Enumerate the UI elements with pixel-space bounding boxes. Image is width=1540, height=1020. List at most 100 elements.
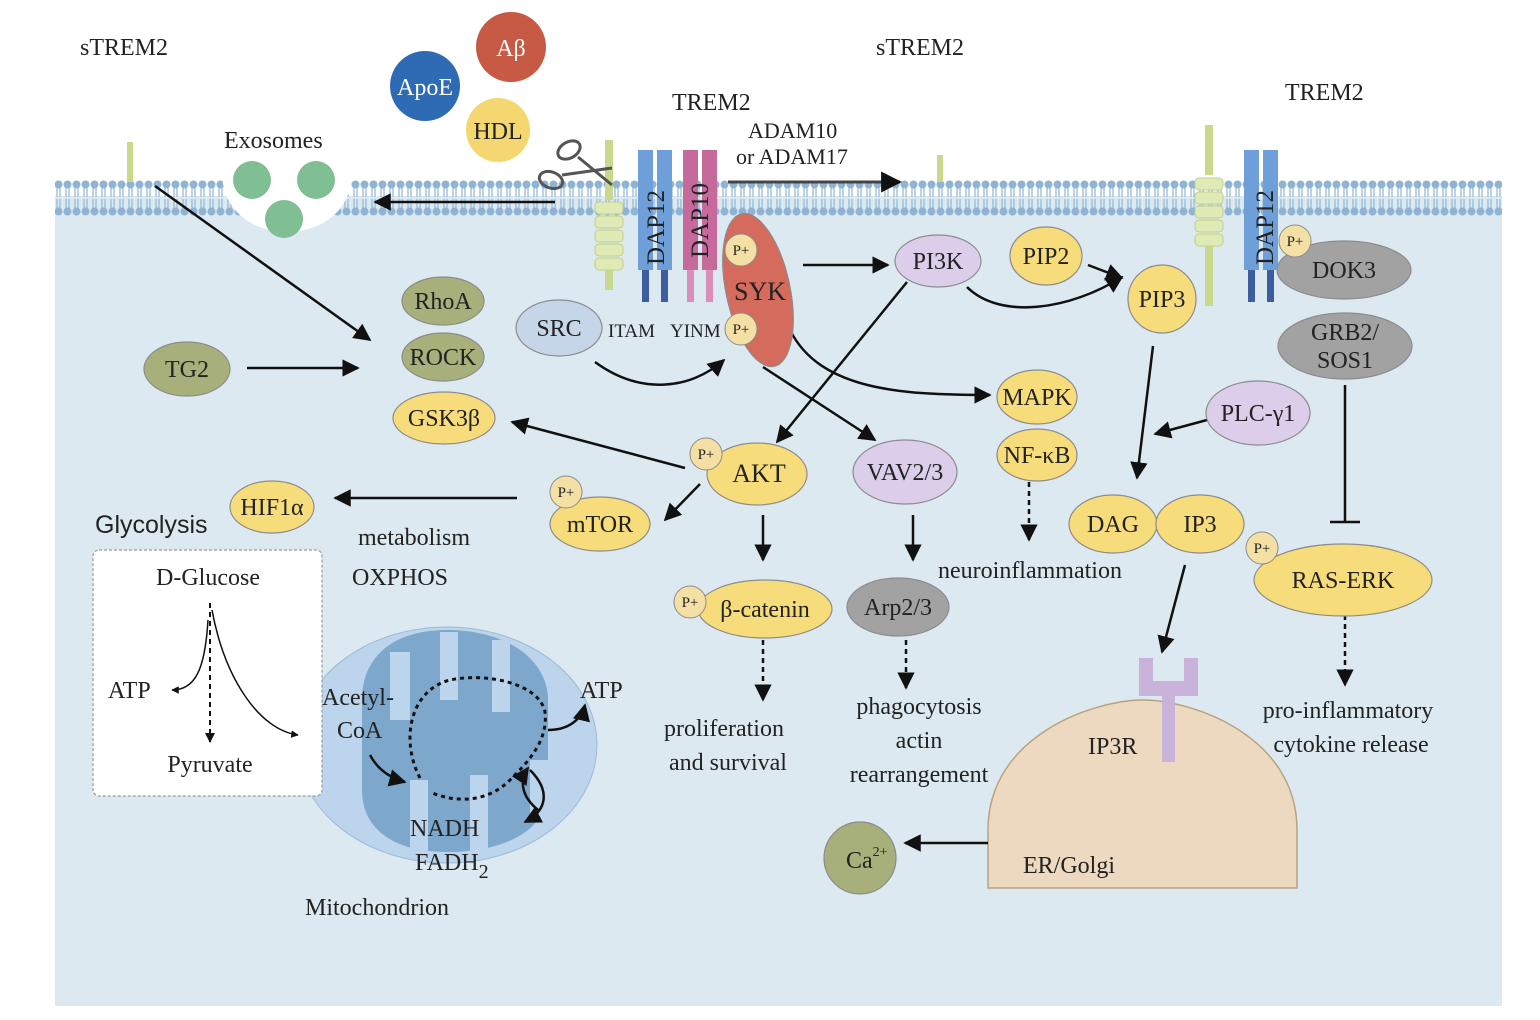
p-akt: P+ <box>698 447 715 463</box>
pyruvate-label: Pyruvate <box>167 752 252 778</box>
abeta-ligand <box>476 12 546 82</box>
pip2-label: PIP2 <box>1023 244 1070 270</box>
trem2-center-receptor <box>579 55 630 290</box>
rock-node <box>401 332 485 382</box>
gsk3b-node <box>392 391 496 445</box>
exosomes-label: Exosomes <box>224 128 323 154</box>
atp-mito-label: ATP <box>580 678 623 704</box>
trem2-center-label: TREM2 <box>672 90 751 116</box>
fadh2-label: FADH2 <box>415 850 489 883</box>
p-bcatenin: P+ <box>682 595 699 611</box>
p-syk-bottom: P+ <box>733 322 750 338</box>
ip3r-channel <box>1139 658 1198 762</box>
rhoa-node <box>401 276 485 326</box>
phagocytosis-label-3: rearrangement <box>850 762 989 788</box>
dok3-label: DOK3 <box>1312 258 1376 284</box>
mapk-node <box>996 369 1078 425</box>
dap12-right-label: DAP12 <box>1252 190 1279 265</box>
grb2-label: GRB2/ <box>1311 320 1379 346</box>
hdl-label: HDL <box>473 119 522 145</box>
glycolysis-arrows <box>171 609 299 738</box>
trem2-right-receptor <box>1184 40 1235 306</box>
tca-cycle <box>368 676 590 824</box>
d-glucose-label: D-Glucose <box>156 565 260 591</box>
strem2-left-receptor <box>109 60 160 182</box>
dashed-arrows <box>205 482 1354 743</box>
mtor-node <box>549 496 651 552</box>
coa-label: CoA <box>337 718 383 744</box>
neuroinflammation-label: neuroinflammation <box>938 558 1122 584</box>
nadh-label: NADH <box>410 816 479 842</box>
pi3k-label: PI3K <box>913 249 964 275</box>
adam17-label: or ADAM17 <box>736 144 848 169</box>
src-node <box>515 299 603 357</box>
mapk-label: MAPK <box>1002 385 1072 411</box>
nfkb-label: NF-κB <box>1004 443 1071 469</box>
akt-node <box>706 442 808 506</box>
metabolism-label: metabolism <box>358 525 470 551</box>
trem2-right-label: TREM2 <box>1285 80 1364 106</box>
vav-node <box>852 439 958 505</box>
dok3-node <box>1276 240 1412 300</box>
ras-erk-node <box>1253 543 1433 617</box>
mitochondrion <box>296 626 598 864</box>
src-label: SRC <box>536 316 581 342</box>
phagocytosis-label-1: phagocytosis <box>856 694 981 720</box>
dap12-right <box>1244 150 1278 302</box>
er-golgi <box>987 699 1298 889</box>
acetyl-label: Acetyl- <box>322 685 394 711</box>
mtor-label: mTOR <box>567 512 633 538</box>
abeta-label: Aβ <box>496 36 526 62</box>
nfkb-node <box>996 428 1078 482</box>
er-golgi-label: ER/Golgi <box>1023 853 1115 879</box>
ca-node <box>823 821 897 895</box>
apoe-ligand <box>390 51 460 121</box>
proliferation-label-2: and survival <box>669 750 787 776</box>
dap10 <box>683 150 717 302</box>
glycolysis-label: Glycolysis <box>95 511 208 539</box>
strem2-mid-receptor <box>919 70 970 182</box>
exosome-pocket <box>222 161 352 238</box>
plc-label: PLC-γ1 <box>1221 401 1296 427</box>
nodes <box>143 212 1433 895</box>
hif1a-label: HIF1α <box>240 495 304 521</box>
phospho-badges <box>549 224 1312 619</box>
tg2-label: TG2 <box>165 357 209 383</box>
scissors-icon <box>537 139 613 191</box>
arp-node <box>846 577 950 637</box>
pip3-node <box>1127 264 1197 334</box>
pip3-label: PIP3 <box>1139 287 1186 313</box>
dap12-center <box>638 150 672 302</box>
ras-erk-label: RAS-ERK <box>1292 568 1395 594</box>
glycolysis-box <box>92 549 323 797</box>
bcatenin-label: β-catenin <box>720 597 810 623</box>
proinflammatory-label-1: pro-inflammatory <box>1263 698 1434 724</box>
proinflammatory-label-2: cytokine release <box>1273 732 1428 758</box>
dag-label: DAG <box>1087 512 1139 538</box>
oxphos-label: OXPHOS <box>352 565 448 591</box>
pip2-node <box>1009 226 1083 286</box>
tg2-node <box>143 341 231 397</box>
pathway-arrows <box>154 171 1360 852</box>
strem2-mid-label: sTREM2 <box>876 35 964 61</box>
p-syk-top: P+ <box>733 243 750 259</box>
p-ras-erk: P+ <box>1254 541 1271 557</box>
mitochondrion-label: Mitochondrion <box>305 895 449 921</box>
adam10-label: ADAM10 <box>748 118 837 143</box>
sos1-label: SOS1 <box>1317 348 1373 374</box>
yinm-label: YINM <box>670 321 721 342</box>
syk-label: SYK <box>734 277 786 306</box>
ip3-node <box>1155 494 1245 554</box>
rhoa-label: RhoA <box>414 289 472 315</box>
p-dap12-right: P+ <box>1287 234 1304 250</box>
dap12-center-label: DAP12 <box>643 190 670 265</box>
pi3k-node <box>894 234 982 288</box>
gsk3b-label: GSK3β <box>408 406 480 432</box>
proliferation-label-1: proliferation <box>664 716 784 742</box>
ip3r-label: IP3R <box>1088 734 1137 760</box>
strem2-left-label: sTREM2 <box>80 35 168 61</box>
akt-label: AKT <box>732 459 786 488</box>
p-mtor: P+ <box>558 485 575 501</box>
apoe-label: ApoE <box>397 75 453 101</box>
